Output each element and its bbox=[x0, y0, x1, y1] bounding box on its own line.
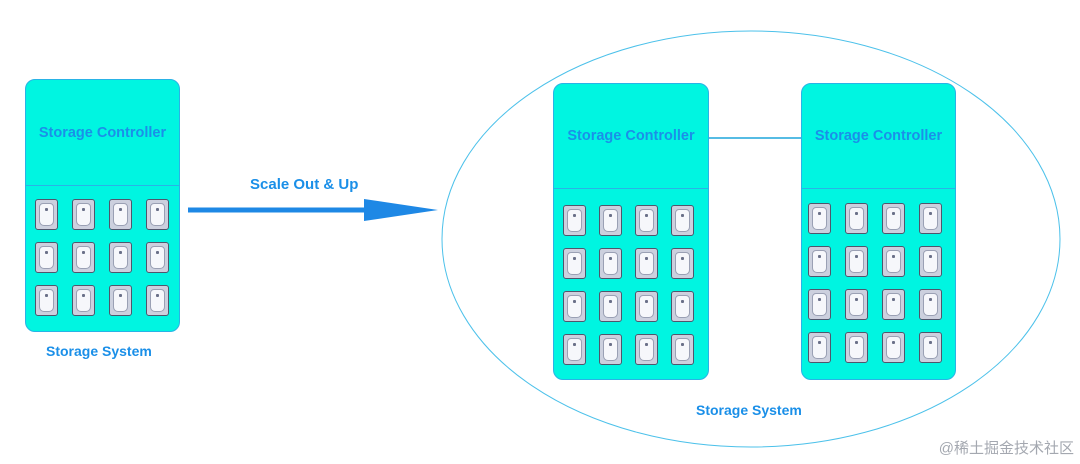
disk-drive-icon bbox=[109, 199, 132, 230]
disk-drive-icon bbox=[635, 291, 658, 322]
disk-drive-icon bbox=[882, 246, 905, 277]
disk-drive-icon bbox=[635, 205, 658, 236]
disk-drive-icon bbox=[635, 248, 658, 279]
right-system-caption: Storage System bbox=[696, 402, 802, 418]
disk-drive-icon bbox=[563, 291, 586, 322]
disk-drive-icon bbox=[882, 332, 905, 363]
disk-drive-icon bbox=[35, 285, 58, 316]
left-system-caption: Storage System bbox=[46, 343, 152, 359]
storage-controller: Storage Controller bbox=[802, 84, 955, 189]
disk-drive-icon bbox=[919, 246, 942, 277]
disk-drive-icon bbox=[146, 242, 169, 273]
disk-drive-icon bbox=[808, 203, 831, 234]
storage-controller: Storage Controller bbox=[554, 84, 708, 189]
disk-drive-icon bbox=[919, 332, 942, 363]
disk-drive-icon bbox=[599, 205, 622, 236]
disk-drive-icon bbox=[72, 242, 95, 273]
disk-drive-icon bbox=[599, 334, 622, 365]
disk-drive-icon bbox=[808, 332, 831, 363]
disk-drive-icon bbox=[808, 289, 831, 320]
disk-drive-icon bbox=[671, 334, 694, 365]
disk-drive-icon bbox=[146, 285, 169, 316]
storage-controller-label: Storage Controller bbox=[38, 124, 167, 141]
right-storage-unit-2: Storage Controller bbox=[801, 83, 956, 380]
storage-controller-label: Storage Controller bbox=[814, 128, 943, 144]
disk-drive-icon bbox=[845, 203, 868, 234]
disk-drive-icon bbox=[808, 246, 831, 277]
disk-drive-icon bbox=[72, 199, 95, 230]
disk-drive-icon bbox=[35, 199, 58, 230]
disk-drive-icon bbox=[109, 285, 132, 316]
disk-drive-icon bbox=[563, 248, 586, 279]
disk-drive-icon bbox=[845, 332, 868, 363]
disk-drive-icon bbox=[563, 334, 586, 365]
watermark: @稀土掘金技术社区 bbox=[938, 440, 1074, 457]
disk-drive-icon bbox=[919, 289, 942, 320]
disk-drive-icon bbox=[671, 291, 694, 322]
disk-drive-icon bbox=[882, 289, 905, 320]
scale-arrow-head bbox=[364, 199, 438, 221]
disk-drive-icon bbox=[845, 289, 868, 320]
disk-drive-icon bbox=[671, 205, 694, 236]
disk-drive-icon bbox=[146, 199, 169, 230]
left-storage-unit: Storage Controller bbox=[25, 79, 180, 332]
storage-controller: Storage Controller bbox=[26, 80, 179, 186]
disk-drive-icon bbox=[35, 242, 58, 273]
storage-controller-label: Storage Controller bbox=[567, 128, 695, 144]
disk-drive-icon bbox=[882, 203, 905, 234]
system-boundary-ellipse bbox=[441, 30, 1061, 448]
disk-drive-icon bbox=[599, 248, 622, 279]
disk-drive-icon bbox=[563, 205, 586, 236]
disk-drive-icon bbox=[635, 334, 658, 365]
right-storage-unit-1: Storage Controller bbox=[553, 83, 709, 380]
disk-drive-icon bbox=[72, 285, 95, 316]
scale-out-up-label: Scale Out & Up bbox=[250, 176, 359, 193]
disk-drive-icon bbox=[919, 203, 942, 234]
disk-drive-icon bbox=[599, 291, 622, 322]
disk-drive-icon bbox=[845, 246, 868, 277]
disk-drive-icon bbox=[671, 248, 694, 279]
disk-drive-icon bbox=[109, 242, 132, 273]
